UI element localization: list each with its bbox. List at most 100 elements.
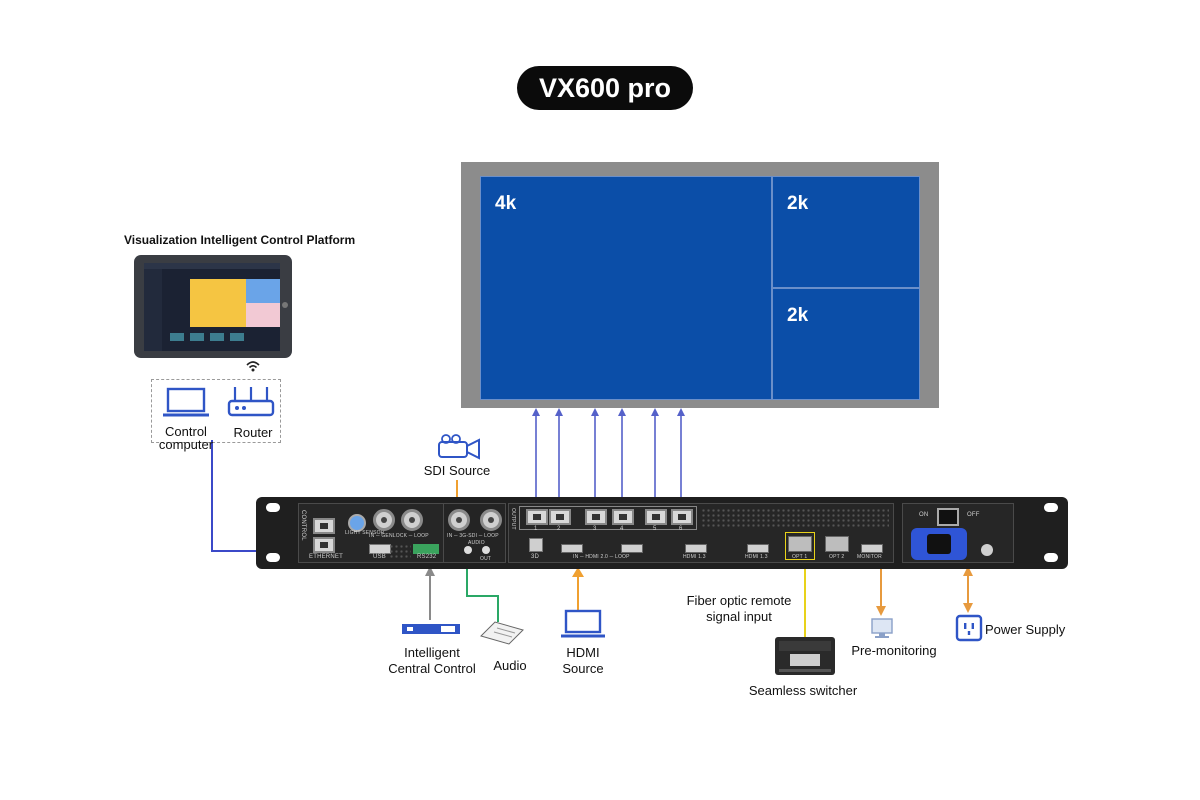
on-label: ON <box>919 512 929 518</box>
camera-icon <box>438 434 480 460</box>
ethernet-port-1 <box>313 518 335 534</box>
network-box <box>151 379 281 443</box>
opt1-port <box>788 536 812 552</box>
display-window-4k: 4k <box>480 176 772 400</box>
hdmi20-in-port <box>561 544 583 553</box>
output-port-4 <box>612 509 634 525</box>
port-number: 6 <box>679 526 683 532</box>
usb-label: USB <box>373 554 386 560</box>
power-socket-icon <box>911 528 967 560</box>
sdi-audio-section: IN ─ 3G-SDI ─ LOOP AUDIO OUT <box>443 503 506 563</box>
platform-title: Visualization Intelligent Control Platfo… <box>124 233 356 247</box>
control-label: CONTROL <box>300 510 306 541</box>
light-sensor-label: LIGHT SENSOR <box>345 530 385 536</box>
rs232-port <box>413 544 439 554</box>
fiber-optic-label: Fiber optic remote signal input <box>686 593 792 624</box>
hdmi20-loop-port <box>621 544 643 553</box>
tablet-icon <box>134 255 292 358</box>
sdi-label: IN ─ 3G-SDI ─ LOOP <box>447 533 499 539</box>
vx600-pro-controller: CONTROL ETHERNET LIGHT SENSOR USB IN ─ G… <box>256 497 1068 569</box>
opt2-port <box>825 536 849 552</box>
hdmi-source-label: HDMI Source <box>562 645 604 676</box>
audio-device-icon <box>480 621 524 645</box>
wifi-icon <box>246 361 260 372</box>
audio-out-jack <box>482 546 490 554</box>
control-section: CONTROL ETHERNET LIGHT SENSOR USB IN ─ G… <box>298 503 466 563</box>
rack-hole <box>266 553 280 562</box>
window-label: 4k <box>495 193 517 214</box>
vent-grille <box>701 508 889 528</box>
output-port-group <box>519 506 697 530</box>
central-control-device-icon <box>402 624 460 634</box>
monitor-label: MONITOR <box>857 554 882 560</box>
display-window-2k-bottom: 2k <box>772 288 920 400</box>
ethernet-label: ETHERNET <box>309 554 343 560</box>
genlock-in-bnc <box>373 509 395 531</box>
genlock-loop-bnc <box>401 509 423 531</box>
port-number: 2 <box>557 526 561 532</box>
output-port-1 <box>526 509 548 525</box>
output-port-5 <box>645 509 667 525</box>
port-number: 3 <box>593 526 597 532</box>
hdmi13-port-2 <box>685 544 707 553</box>
seamless-switcher-label: Seamless switcher <box>748 683 858 698</box>
sdi-loop-bnc <box>480 509 502 531</box>
opt1-highlight <box>785 532 815 560</box>
intelligent-central-control-label: Intelligent Central Control <box>388 645 476 676</box>
monitor-port <box>861 544 883 553</box>
monitor-icon <box>871 618 893 638</box>
genlock-label: IN ─ GENLOCK ─ LOOP <box>369 533 429 539</box>
audio-in-jack <box>464 546 472 554</box>
output-port-6 <box>671 509 693 525</box>
power-switch <box>937 508 959 526</box>
3d-port <box>529 538 543 552</box>
rs232-label: RS232 <box>417 554 437 560</box>
sdi-source-label: SDI Source <box>423 463 491 478</box>
window-label: 2k <box>787 193 809 214</box>
vent-grille <box>389 544 411 558</box>
tablet-screen <box>144 263 280 351</box>
3d-label: 3D <box>531 554 540 560</box>
hdmi20-label: IN ─ HDMI 2.0 ─ LOOP <box>573 554 630 560</box>
laptop-icon <box>163 387 209 417</box>
home-button-icon <box>282 302 288 308</box>
power-outlet-icon <box>955 614 983 642</box>
ethernet-port-2 <box>313 537 335 553</box>
output-label: OUTPUT <box>510 508 516 530</box>
port-number: 5 <box>653 526 657 532</box>
sdi-in-bnc <box>448 509 470 531</box>
output-arrowheads <box>532 408 685 416</box>
light-sensor-icon <box>348 514 366 532</box>
opt2-label: OPT 2 <box>829 554 845 560</box>
audio-out-label: OUT <box>480 556 492 562</box>
control-computer-label: Control computer <box>158 424 214 452</box>
audio-label: AUDIO <box>468 540 485 546</box>
output-arrows <box>535 412 682 500</box>
page-title: VX600 pro <box>517 66 693 110</box>
hdmi13-port-3 <box>747 544 769 553</box>
rack-hole <box>1044 553 1058 562</box>
power-supply-label: Power Supply <box>985 622 1066 637</box>
laptop-icon <box>561 609 605 638</box>
ground-screw-icon <box>981 544 993 556</box>
port-number: 4 <box>620 526 624 532</box>
led-display: 4k 2k 2k <box>461 162 939 408</box>
hdmi13-label: HDMI 1.3 <box>683 554 706 560</box>
audio-label: Audio <box>493 658 527 673</box>
output-port-3 <box>585 509 607 525</box>
rack-hole <box>266 503 280 512</box>
off-label: OFF <box>967 512 980 518</box>
power-section: ON OFF <box>902 503 1014 563</box>
usb-port <box>369 544 391 554</box>
pre-monitoring-label: Pre-monitoring <box>851 643 937 658</box>
port-number: 1 <box>534 526 538 532</box>
rack-hole <box>1044 503 1058 512</box>
router-label: Router <box>233 425 273 440</box>
window-label: 2k <box>787 305 809 326</box>
router-icon <box>227 387 275 417</box>
hdmi13-label: HDMI 1.3 <box>745 554 768 560</box>
display-window-2k-top: 2k <box>772 176 920 288</box>
seamless-switcher-icon <box>775 637 835 675</box>
output-input-section: OUTPUT 1 2 3 4 5 6 3D IN ─ HDMI 2.0 ─ LO… <box>508 503 894 563</box>
opt1-label: OPT 1 <box>792 554 808 560</box>
